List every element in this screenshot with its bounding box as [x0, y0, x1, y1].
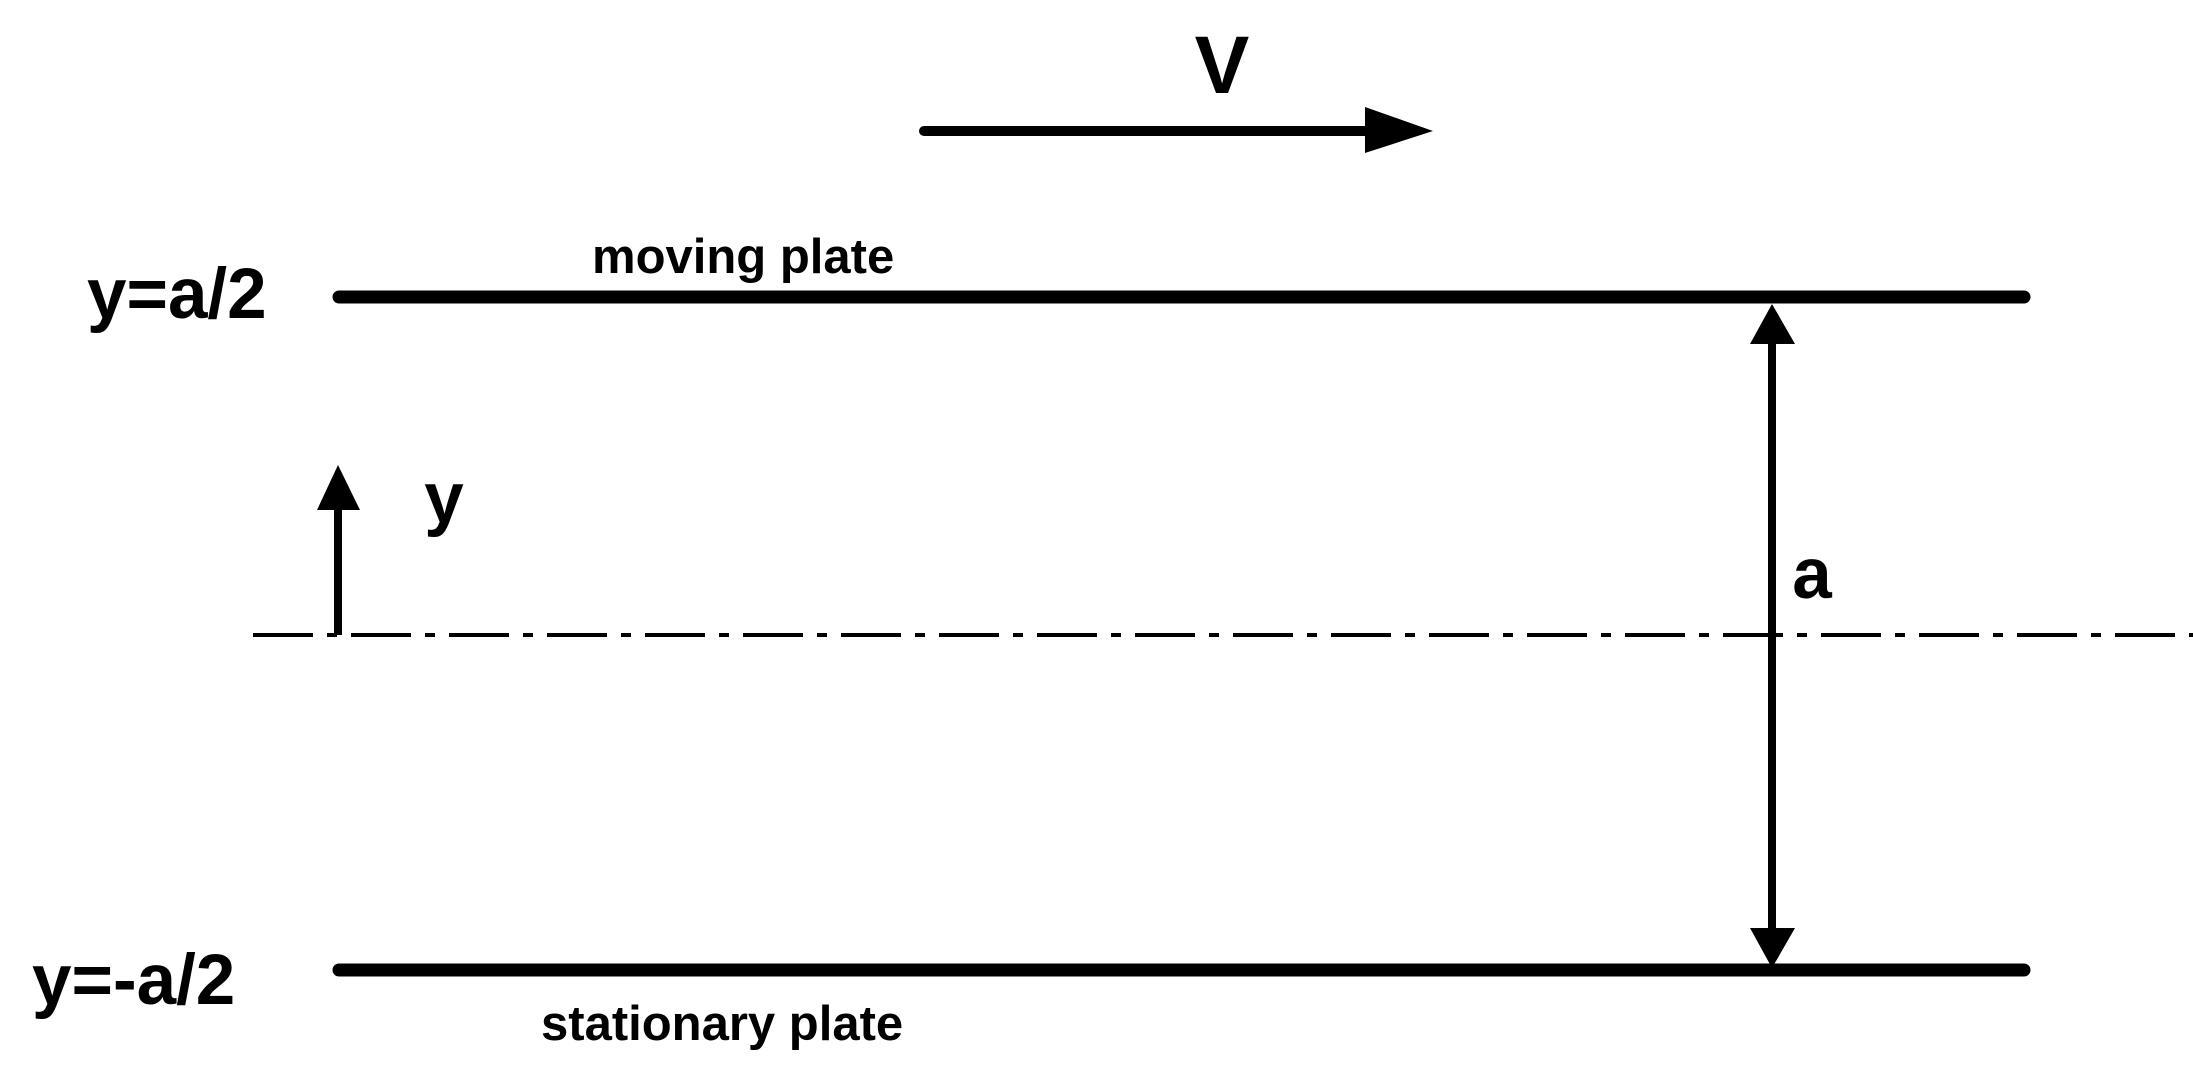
top-plate-position-label: y=a/2 — [87, 255, 267, 334]
velocity-arrow — [919, 107, 1433, 153]
gap-dimension-arrow — [1750, 304, 1795, 968]
bottom-plate-position-label: y=-a/2 — [32, 941, 235, 1020]
y-axis-label: y — [424, 459, 464, 538]
gap-label: a — [1792, 535, 1832, 614]
stationary-plate-label: stationary plate — [541, 997, 903, 1051]
y-axis-arrow — [317, 465, 360, 635]
velocity-label: V — [1195, 20, 1250, 111]
moving-plate-label: moving plate — [592, 230, 894, 284]
